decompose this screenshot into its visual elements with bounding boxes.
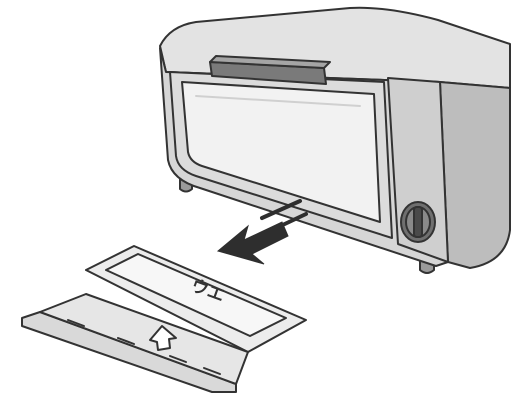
knob-icon xyxy=(401,202,435,242)
oven-side-panel xyxy=(440,82,510,268)
toaster-oven xyxy=(160,8,510,273)
crumb-tray: ウエ xyxy=(22,246,306,392)
